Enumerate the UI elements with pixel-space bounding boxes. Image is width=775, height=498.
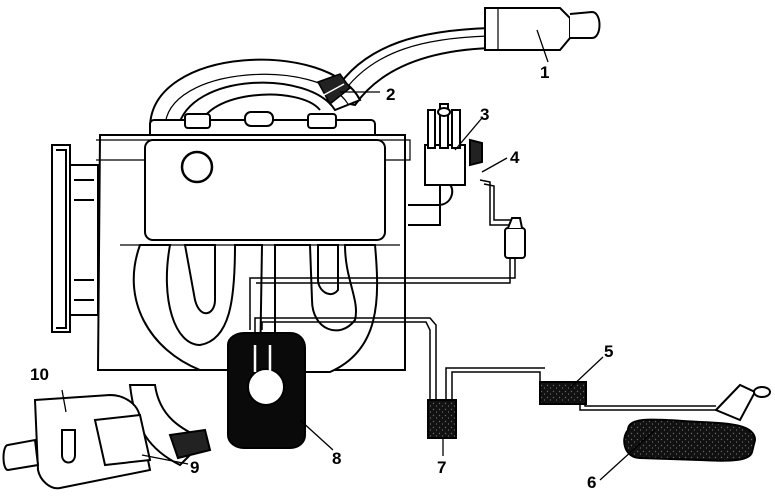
- label-5: 5: [604, 342, 613, 361]
- label-4: 4: [510, 148, 520, 167]
- fan-pulley: [51, 144, 99, 333]
- label-7: 7: [437, 458, 446, 477]
- distributor: [408, 103, 483, 226]
- sensor-component-2: [316, 73, 352, 106]
- label-1: 1: [540, 63, 549, 82]
- component-5: [539, 381, 587, 405]
- label-3: 3: [480, 105, 489, 124]
- connector-component-4: [504, 217, 526, 259]
- label-10: 10: [30, 365, 49, 384]
- label-6: 6: [587, 473, 596, 492]
- label-8: 8: [332, 449, 341, 468]
- catalytic-converter: [2, 384, 212, 490]
- control-unit-component-8: [227, 332, 306, 449]
- label-9: 9: [190, 458, 199, 477]
- air-filter: [484, 7, 601, 51]
- fuel-tank-component-6: [623, 383, 771, 462]
- leader-lines: [61, 29, 656, 481]
- component-7: [427, 399, 457, 439]
- label-2: 2: [386, 85, 395, 104]
